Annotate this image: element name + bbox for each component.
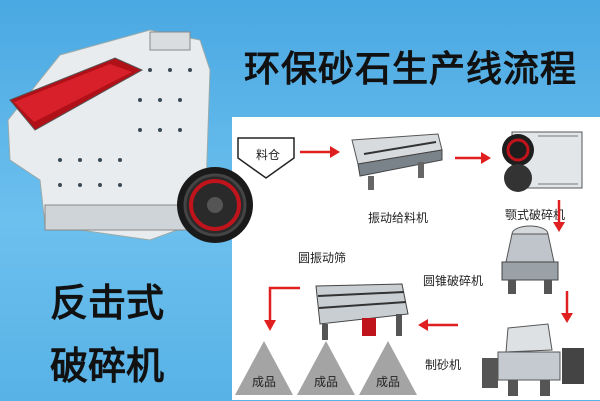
vibrating-screen-label: 圆振动筛 (298, 251, 347, 265)
arrow-to-vibrating-screen (418, 319, 458, 331)
arrow-to-jaw-crusher (455, 152, 491, 164)
page-title: 环保砂石生产线流程 (244, 49, 578, 90)
hopper-label: 料仓 (256, 148, 281, 162)
vibrating-screen-image (315, 283, 409, 340)
arrow-to-feeder (300, 146, 340, 158)
arrow-to-products (264, 286, 300, 331)
machine-name-line1: 反击式 (50, 281, 165, 325)
vibrating-feeder-label: 振动给料机 (368, 211, 429, 225)
arrow-to-sand-maker (561, 291, 573, 323)
sand-maker-label: 制砂机 (425, 358, 462, 372)
product-label: 成品 (375, 375, 400, 389)
sand-maker-image (482, 323, 584, 396)
product-pile: 成品 (233, 339, 295, 397)
jaw-crusher-label: 颚式破碎机 (505, 208, 566, 222)
cone-crusher-label: 圆锥破碎机 (423, 274, 484, 288)
arrow-to-cone-crusher (553, 200, 565, 232)
product-label: 成品 (251, 375, 276, 389)
vibrating-feeder-image (351, 133, 443, 190)
cone-crusher-image (501, 225, 559, 294)
product-label: 成品 (313, 375, 338, 389)
jaw-crusher-image (502, 131, 583, 192)
product-pile: 成品 (295, 339, 357, 397)
machine-name-line2: 破碎机 (50, 344, 165, 388)
hopper-icon (237, 137, 295, 179)
product-pile: 成品 (357, 339, 419, 397)
impact-crusher-image (7, 29, 253, 243)
